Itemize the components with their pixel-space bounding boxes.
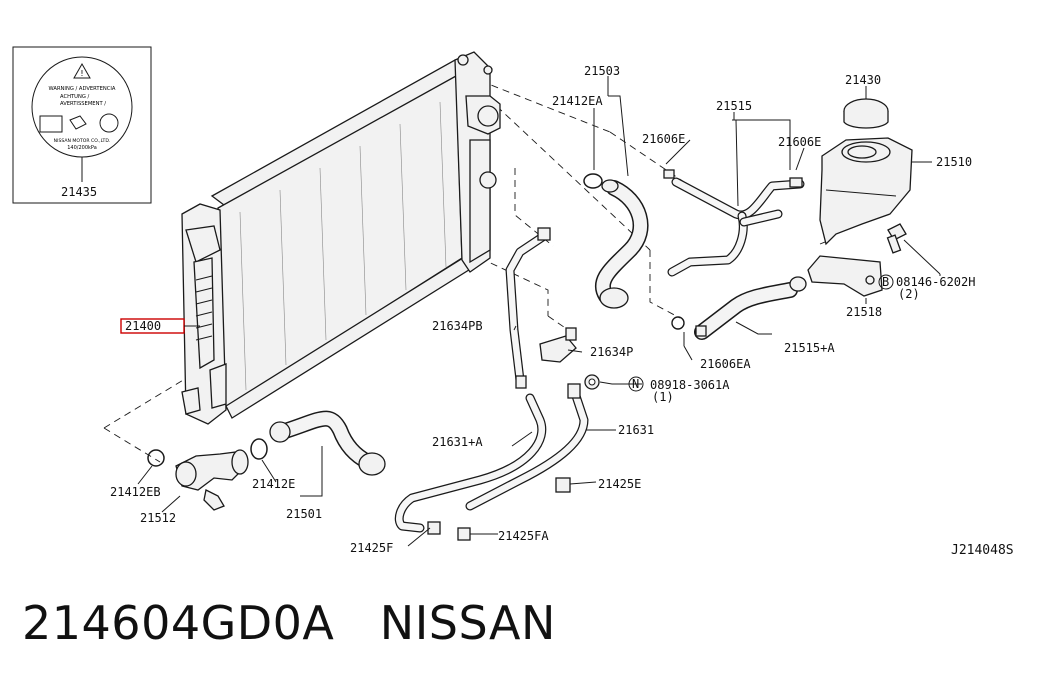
svg-text:!: ! xyxy=(80,69,83,78)
outlet-21512 xyxy=(147,449,249,511)
cap-warning-line-2: ACHTUNG / xyxy=(60,94,89,100)
label-21515A[interactable]: 21515+A xyxy=(784,341,835,355)
bolt-prefix-B: B xyxy=(882,275,889,289)
radiator xyxy=(181,51,501,425)
diagram-reference-code: J214048S xyxy=(951,543,1014,558)
nut-prefix-N: N xyxy=(632,377,639,391)
label-08146-6202H[interactable]: 08146-6202H xyxy=(896,275,975,289)
part-number-footer: 214604GD0A NISSAN xyxy=(22,596,556,650)
label-21631[interactable]: 21631 xyxy=(618,423,654,437)
brand-name: NISSAN xyxy=(379,596,556,650)
pipe-21631A xyxy=(394,393,547,533)
label-21400: 21400 xyxy=(125,319,161,333)
reservoir-tank-21510 xyxy=(819,86,913,246)
label-21503[interactable]: 21503 xyxy=(584,64,620,78)
part-labels: 21503 21412EA 21515 21430 21606E 21606E … xyxy=(110,64,975,555)
label-21634PB[interactable]: 21634PB xyxy=(432,319,483,333)
pipe-21634P xyxy=(539,327,577,363)
label-21510[interactable]: 21510 xyxy=(936,155,972,169)
pipe-21634PB xyxy=(505,227,551,389)
reservoir-hose-21515A xyxy=(671,276,807,340)
label-21435: 21435 xyxy=(61,185,97,199)
upper-hose-21503 xyxy=(583,173,649,309)
reservoir-hose-21515 xyxy=(663,169,805,277)
label-21412EB[interactable]: 21412EB xyxy=(110,485,161,499)
label-21634P[interactable]: 21634P xyxy=(590,345,633,359)
label-21412E[interactable]: 21412E xyxy=(252,477,295,491)
bolt-08146-6202H xyxy=(878,223,941,290)
pipe-21631 xyxy=(465,383,589,511)
label-21512[interactable]: 21512 xyxy=(140,511,176,525)
label-21515[interactable]: 21515 xyxy=(716,99,752,113)
leader-lines xyxy=(137,76,932,547)
label-21518[interactable]: 21518 xyxy=(846,305,882,319)
label-08146-qty: (2) xyxy=(898,287,920,301)
label-08918-3061A[interactable]: 08918-3061A xyxy=(650,378,730,392)
label-21425E[interactable]: 21425E xyxy=(598,477,641,491)
label-21430[interactable]: 21430 xyxy=(845,73,881,87)
lower-hose-21501 xyxy=(250,410,386,476)
cap-label-inset: ! WARNING / ADVERTENCIA ACHTUNG / AVERTI… xyxy=(12,46,152,204)
cap-maker-text: NISSAN MOTOR CO.,LTD. xyxy=(54,138,111,144)
label-21606E-right[interactable]: 21606E xyxy=(778,135,821,149)
part-number: 214604GD0A xyxy=(22,596,335,650)
label-21412EA[interactable]: 21412EA xyxy=(552,94,603,108)
label-21425F[interactable]: 21425F xyxy=(350,541,393,555)
cap-warning-line-3: AVERTISSEMENT / xyxy=(60,101,106,107)
label-21425FA[interactable]: 21425FA xyxy=(498,529,549,543)
clamps xyxy=(427,374,644,541)
label-21606EA[interactable]: 21606EA xyxy=(700,357,751,371)
label-08918-qty: (1) xyxy=(652,390,674,404)
label-21501[interactable]: 21501 xyxy=(286,507,322,521)
cap-warning-line-1: WARNING / ADVERTENCIA xyxy=(49,86,116,92)
label-21606E-left[interactable]: 21606E xyxy=(642,132,685,146)
bracket-21518 xyxy=(807,255,883,304)
label-21400-highlight[interactable]: 21400 xyxy=(120,318,200,334)
cap-pressure-text: 140/200kPa xyxy=(67,145,97,151)
label-21631A[interactable]: 21631+A xyxy=(432,435,483,449)
